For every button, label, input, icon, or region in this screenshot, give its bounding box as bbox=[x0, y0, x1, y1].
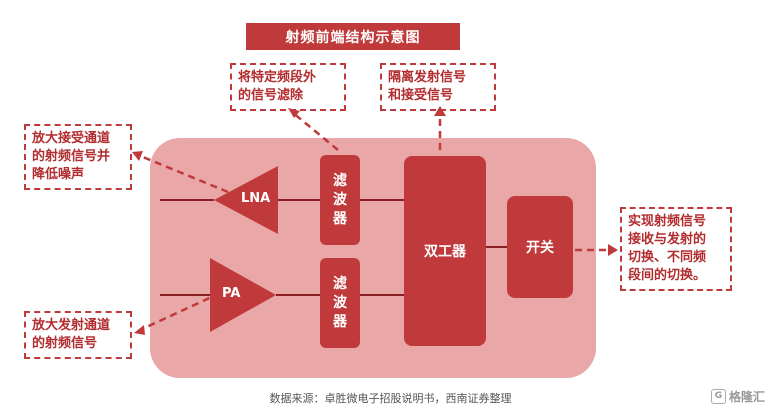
lna-amplifier bbox=[214, 166, 278, 234]
lna-note: 放大接受通道 的射频信号并 降低噪声 bbox=[24, 124, 132, 190]
pa-label: PA bbox=[222, 286, 241, 301]
switch-block: 开关 bbox=[507, 196, 573, 298]
filter-arrow-head bbox=[288, 108, 300, 118]
logo-icon: G bbox=[711, 389, 726, 404]
filter-note-arrow bbox=[291, 111, 339, 151]
lna-label: LNA bbox=[241, 191, 271, 206]
pa-note-arrow bbox=[139, 281, 243, 332]
pa-amplifier bbox=[210, 258, 276, 332]
pa-note: 放大发射通道 的射频信号 bbox=[24, 311, 132, 359]
logo-text: 格隆汇 bbox=[729, 390, 766, 404]
pa-arrow-head bbox=[134, 325, 145, 335]
filter-block-bottom: 滤 波 器 bbox=[320, 258, 360, 348]
data-source: 数据来源：卓胜微电子招股说明书，西南证券整理 bbox=[269, 392, 512, 405]
switch-arrow-head bbox=[608, 244, 618, 256]
lna-note-arrow bbox=[137, 153, 229, 194]
diagram-title: 射频前端结构示意图 bbox=[246, 23, 460, 50]
site-logo: G 格隆汇 bbox=[711, 388, 765, 405]
filter-note: 将特定频段外 的信号滤除 bbox=[230, 63, 346, 111]
lna-arrow-head bbox=[132, 151, 143, 161]
isolation-note: 隔离发射信号 和接受信号 bbox=[380, 63, 496, 111]
filter-block-top: 滤 波 器 bbox=[320, 155, 360, 245]
switch-note: 实现射频信号 接收与发射的 切换、不同频 段间的切换。 bbox=[620, 207, 732, 291]
duplexer-block: 双工器 bbox=[404, 156, 486, 346]
isolation-arrow-head bbox=[434, 106, 446, 116]
